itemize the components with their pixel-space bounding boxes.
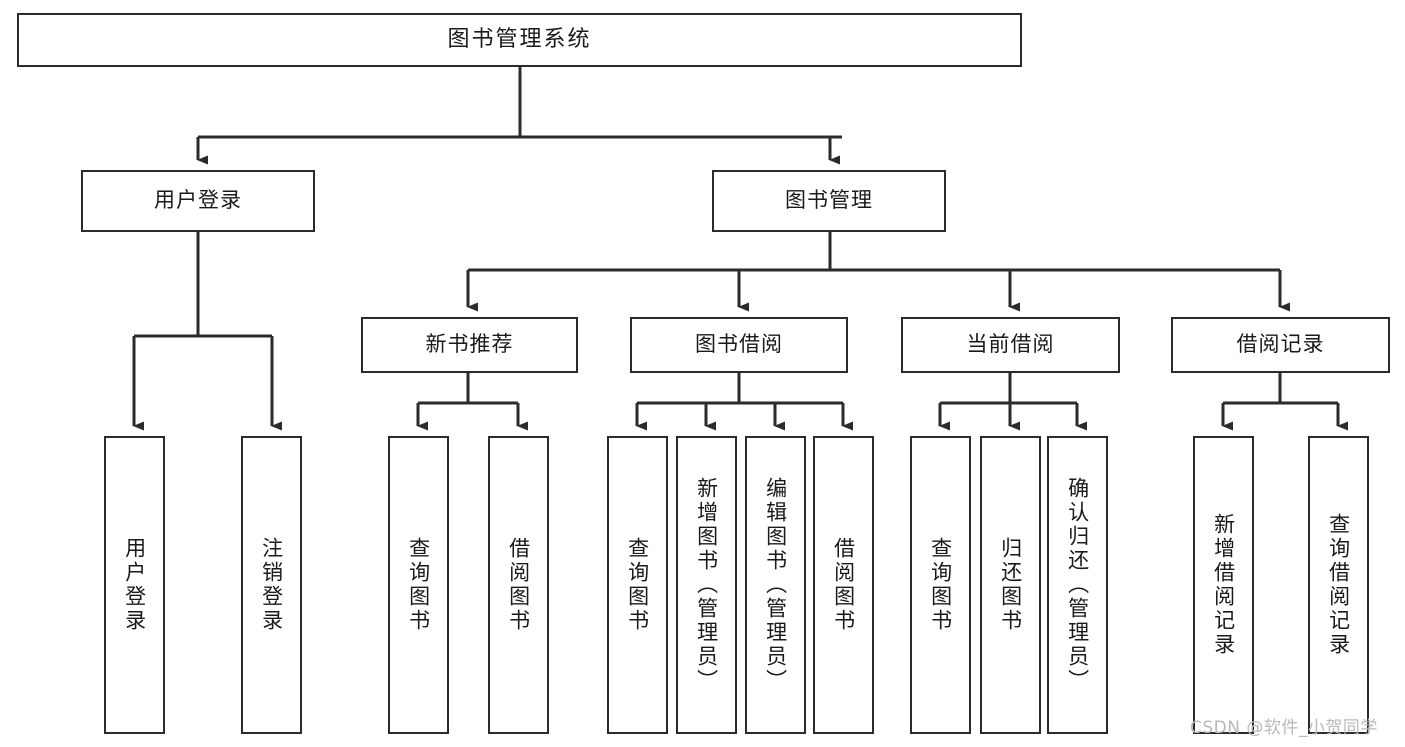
node-leaf-logout[interactable]: 注销登录 [241,436,302,734]
node-new-book-recommendation[interactable]: 新书推荐 [361,317,578,373]
node-leaf-query-book-2[interactable]: 查询图书 [607,436,668,734]
node-leaf-borrow-book-1[interactable]: 借阅图书 [488,436,549,734]
node-leaf-add-record[interactable]: 新增借阅记录 [1193,436,1254,734]
node-leaf-user-login[interactable]: 用户登录 [104,436,165,734]
csdn-watermark: CSDN @软件_小贺同学 [1190,718,1378,738]
node-leaf-confirm-return[interactable]: 确认归还（管理员） [1047,436,1108,734]
node-leaf-query-book-3[interactable]: 查询图书 [910,436,971,734]
node-leaf-edit-book[interactable]: 编辑图书（管理员） [745,436,806,734]
node-leaf-borrow-book-2[interactable]: 借阅图书 [813,436,874,734]
node-root[interactable]: 图书管理系统 [17,13,1022,67]
node-user-login[interactable]: 用户登录 [81,170,315,232]
node-leaf-query-book-1[interactable]: 查询图书 [388,436,449,734]
node-book-manage[interactable]: 图书管理 [712,170,946,232]
node-leaf-return-book[interactable]: 归还图书 [980,436,1041,734]
node-borrow-record[interactable]: 借阅记录 [1171,317,1390,373]
node-book-borrow[interactable]: 图书借阅 [630,317,848,373]
node-leaf-add-book[interactable]: 新增图书（管理员） [676,436,737,734]
node-current-borrow[interactable]: 当前借阅 [901,317,1120,373]
node-leaf-query-record[interactable]: 查询借阅记录 [1308,436,1369,734]
